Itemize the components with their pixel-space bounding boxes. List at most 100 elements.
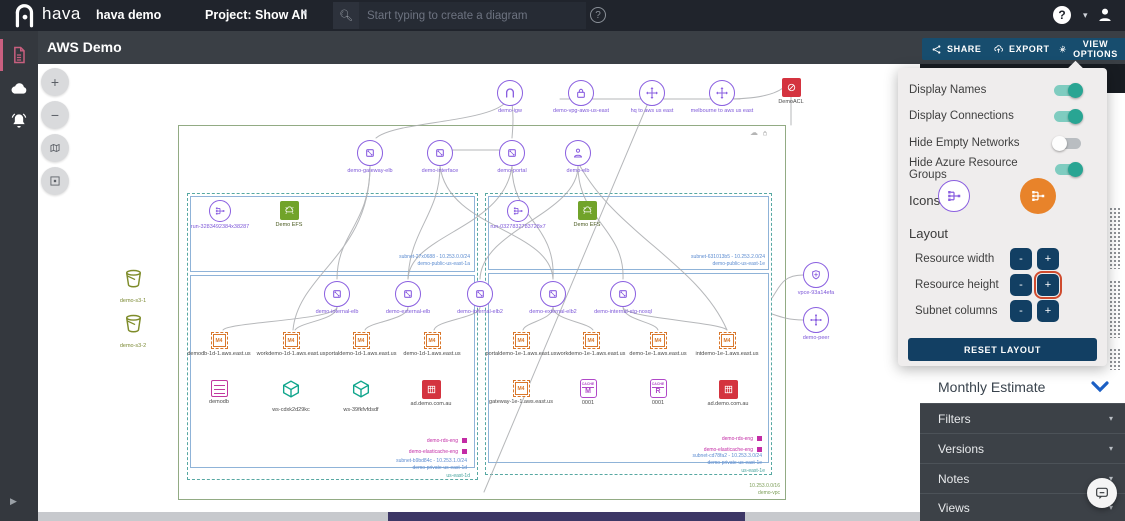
user-menu-caret-icon[interactable]: ▾ [1083, 10, 1088, 20]
resource-width-decrease-button[interactable]: - [1010, 248, 1032, 270]
node-directory-service[interactable]: ad.demo.com.au [683, 380, 773, 407]
search-help-icon[interactable]: ? [590, 7, 606, 23]
vpn-connection-icon [709, 80, 735, 106]
diagram-canvas[interactable]: + − [38, 64, 920, 512]
node-demo-efs-left[interactable]: Demo EFS [244, 201, 334, 228]
page-title: AWS Demo [47, 39, 122, 55]
node-instance[interactable]: M4 portaldemo-1e-1.aws.east.us [476, 332, 566, 357]
subnet-columns-decrease-button[interactable]: - [1010, 300, 1032, 322]
node-vpc-endpoint[interactable]: vpce-93a14efa [771, 262, 861, 296]
node-instance[interactable]: M4 demo-1e-1.aws.east.us [613, 332, 703, 357]
sidebar-item-alerts[interactable] [0, 105, 38, 137]
support-chat-button[interactable] [1087, 478, 1117, 508]
icon-style-filled-option[interactable] [1020, 178, 1056, 214]
user-avatar-icon[interactable] [1096, 6, 1114, 24]
export-button[interactable]: EXPORT [984, 38, 1059, 60]
scrollbar-thumb[interactable] [388, 512, 745, 521]
workspaces-icon [350, 378, 372, 405]
search-icon: 🔍︎ [333, 2, 359, 29]
subnet-id-label: subnet-631013b5 - 10.253.2.0/24 [691, 254, 765, 260]
top-navigation-bar: hava hava demo Project: Show All ▾ 🔍︎ ? … [0, 0, 1125, 31]
view-options-button[interactable]: VIEW OPTIONS [1050, 38, 1125, 60]
node-demo-vpg[interactable]: demo-vpg-aws-us-east [536, 80, 626, 114]
resource-width-increase-button[interactable]: + [1037, 248, 1059, 270]
node-demo-igw[interactable]: demo-igw [465, 80, 555, 114]
toggle-hide-empty-networks[interactable] [1052, 135, 1081, 151]
node-demo-internal-elb[interactable]: demo-internal-elb [292, 281, 382, 315]
search-bar[interactable]: 🔍︎ [333, 2, 586, 29]
node-demo-efs-right[interactable]: Demo EFS [542, 201, 632, 228]
node-workspace[interactable]: ws-39fkfvfdsdf [316, 378, 406, 413]
share-button[interactable]: SHARE [922, 38, 991, 60]
efs-icon [279, 201, 299, 220]
elasticache-icon: CACHE R [649, 379, 667, 398]
project-selector[interactable]: Project: Show All [205, 8, 308, 22]
node-workspace[interactable]: ws-cdxk2d29kc [246, 378, 336, 413]
vpc-cidr-label: 10.253.0.0/16 [749, 483, 780, 489]
workspace-name: hava demo [96, 8, 162, 22]
node-demo-internal-stg-nosql[interactable]: demo-internal-stg-nosql [578, 281, 668, 315]
toggle-display-connections[interactable] [1054, 108, 1083, 124]
resource-height-decrease-button[interactable]: - [1010, 274, 1032, 296]
node-instance[interactable]: M4 demo-1d-1.aws.east.us [387, 332, 477, 357]
toggle-label: Display Connections [909, 110, 1014, 122]
node-demo-internal-elb2[interactable]: demo-internal-elb2 [435, 281, 525, 315]
node-melbourne-vpn-connection[interactable]: melbourne to aws us east [677, 80, 767, 114]
node-demo-external-elb[interactable]: demo-external-elb [363, 281, 453, 315]
node-demo-s3-1[interactable]: demo-s3-1 [88, 266, 178, 304]
ec2-instance-icon: M4 [282, 332, 300, 349]
load-balancer-icon [395, 281, 421, 307]
node-demo-elb[interactable]: demo-elb [533, 140, 623, 174]
node-directory-service[interactable]: ad.demo.com.au [386, 380, 476, 407]
node-hq-vpn-connection[interactable]: hq to aws us east [607, 80, 697, 114]
node-instance[interactable]: M4 workdemo-1d-1.aws.east.us [246, 332, 336, 357]
monthly-estimate-toggle[interactable]: Monthly Estimate [920, 370, 1125, 403]
node-cache-m[interactable]: CACHE M 0001 [543, 379, 633, 406]
zoom-in-button[interactable]: + [41, 68, 69, 96]
node-demo-portal[interactable]: demo-portal [467, 140, 557, 174]
accordion-filters[interactable]: Filters▾ [920, 403, 1125, 433]
icon-style-outline-option[interactable] [938, 180, 970, 212]
node-instance[interactable]: M4 demodb-1d-1.aws.east.us [174, 332, 264, 357]
node-efs-mount-left[interactable]: run-3283492384x38287 [175, 200, 265, 230]
zoom-out-button[interactable]: − [41, 101, 69, 129]
toggle-display-names[interactable] [1054, 82, 1083, 98]
efs-mount-target-icon [507, 200, 529, 222]
node-demo-gateway-elb[interactable]: demo-gateway-elb [325, 140, 415, 174]
node-demo-acl[interactable]: DemoACL [746, 78, 836, 105]
gear-icon [1059, 44, 1066, 55]
sidebar-item-sources[interactable] [0, 73, 38, 105]
node-cache-r[interactable]: CACHE R 0001 [613, 379, 703, 406]
subnet-columns-increase-button[interactable]: + [1037, 300, 1059, 322]
node-demo-external-elb2[interactable]: demo-external-elb2 [508, 281, 598, 315]
search-input[interactable] [359, 2, 586, 29]
node-instance[interactable]: M4 workdemo-1e-1.aws.east.us [546, 332, 636, 357]
node-instance-gateway[interactable]: M4 gateway-1e-1.aws.east.us [476, 380, 566, 405]
sidebar-item-environments[interactable] [0, 39, 38, 71]
project-caret-icon[interactable]: ▾ [302, 8, 308, 19]
layout-row-label: Subnet columns [915, 305, 998, 317]
attachment-label: demo-rds-eng [721, 436, 753, 442]
resource-height-increase-button[interactable]: + [1034, 271, 1062, 299]
node-efs-mount-right[interactable]: run-0327832783728x7 [473, 200, 563, 230]
efs-icon [577, 201, 597, 220]
toggle-hide-azure-resource-groups[interactable] [1054, 161, 1083, 177]
help-icon[interactable]: ? [1053, 6, 1071, 24]
horizontal-scrollbar[interactable] [38, 512, 920, 521]
node-demo-peer[interactable]: demo-peer [771, 307, 861, 341]
az-label: us-east-1e [741, 468, 765, 474]
node-demo-s3-2[interactable]: demo-s3-2 [88, 311, 178, 349]
layout-row-label: Resource height [915, 279, 999, 291]
reset-layout-button[interactable]: RESET LAYOUT [908, 338, 1097, 361]
load-balancer-icon [467, 281, 493, 307]
node-instance[interactable]: M4 intdemo-1e-1.aws.east.us [682, 332, 772, 357]
attachment-marker [757, 447, 762, 452]
sidebar-expand-arrow-icon[interactable]: ▶ [10, 496, 17, 506]
accordion-versions[interactable]: Versions▾ [920, 433, 1125, 463]
overview-map-button[interactable] [41, 134, 69, 162]
node-demo-interface[interactable]: demo-interface [395, 140, 485, 174]
node-demodb[interactable]: demodb [174, 380, 264, 405]
attachment-marker [462, 449, 467, 454]
node-instance[interactable]: M4 portaldemo-1d-1.aws.east.us [316, 332, 406, 357]
fit-to-screen-button[interactable] [41, 167, 69, 195]
